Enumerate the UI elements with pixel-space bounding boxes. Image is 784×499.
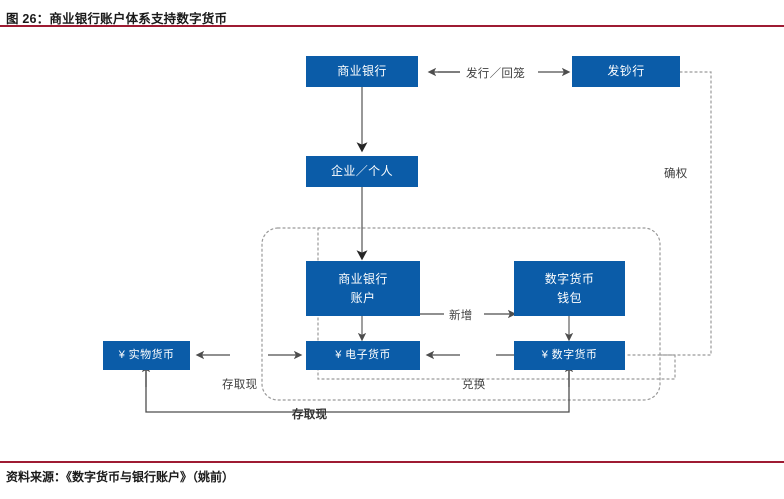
node-label: 企业／个人 [330, 164, 393, 179]
node-label-line1: 商业银行 [338, 271, 388, 286]
edge-label-cash-bottom: 存取现 [292, 409, 328, 421]
figure-source: 资料来源：《数字货币与银行账户》（姚前） [6, 470, 235, 484]
node-electronic-currency[interactable]: ¥ 电子货币 [306, 341, 420, 370]
node-label: 商业银行 [337, 64, 387, 79]
edge-label-issue-withdraw: 发行／回笼 [466, 68, 525, 80]
node-label: ¥ 实物货币 [118, 348, 175, 361]
diagram-connectors [141, 67, 712, 413]
node-bank-account[interactable]: 商业银行 账户 [306, 261, 420, 316]
node-label: ¥ 数字货币 [541, 348, 598, 361]
edge-label-cash-top: 存取现 [222, 379, 258, 391]
node-commercial-bank[interactable]: 商业银行 [306, 56, 418, 87]
title-divider-rule [0, 25, 784, 27]
node-digital-wallet[interactable]: 数字货币 钱包 [514, 261, 625, 316]
node-label-line2: 账户 [350, 290, 376, 305]
edge-label-rights-confirm: 确权 [664, 168, 688, 180]
inner-dotted-rail [317, 227, 676, 380]
source-divider-rule [0, 461, 784, 463]
node-label: 发钞行 [607, 64, 645, 79]
edge-label-exchange: 兑换 [462, 379, 486, 391]
figure-title: 图 26：商业银行账户体系支持数字货币 [6, 12, 228, 26]
diagram-canvas: 商业银行 发钞行 企业／个人 商业银行 账户 数字货币 钱包 ¥ 实物货币 ¥ … [0, 27, 784, 461]
node-label-line2: 钱包 [557, 290, 582, 305]
node-issuing-bank[interactable]: 发钞行 [572, 56, 680, 87]
edge-label-new-add: 新增 [449, 310, 473, 322]
node-label-line1: 数字货币 [544, 271, 595, 286]
node-physical-currency[interactable]: ¥ 实物货币 [103, 341, 190, 370]
rights-confirm-path [627, 71, 712, 356]
dashed-group-container [261, 227, 661, 401]
node-label: ¥ 电子货币 [335, 348, 391, 361]
node-digital-currency[interactable]: ¥ 数字货币 [514, 341, 625, 370]
node-enterprise-individual[interactable]: 企业／个人 [306, 156, 418, 187]
